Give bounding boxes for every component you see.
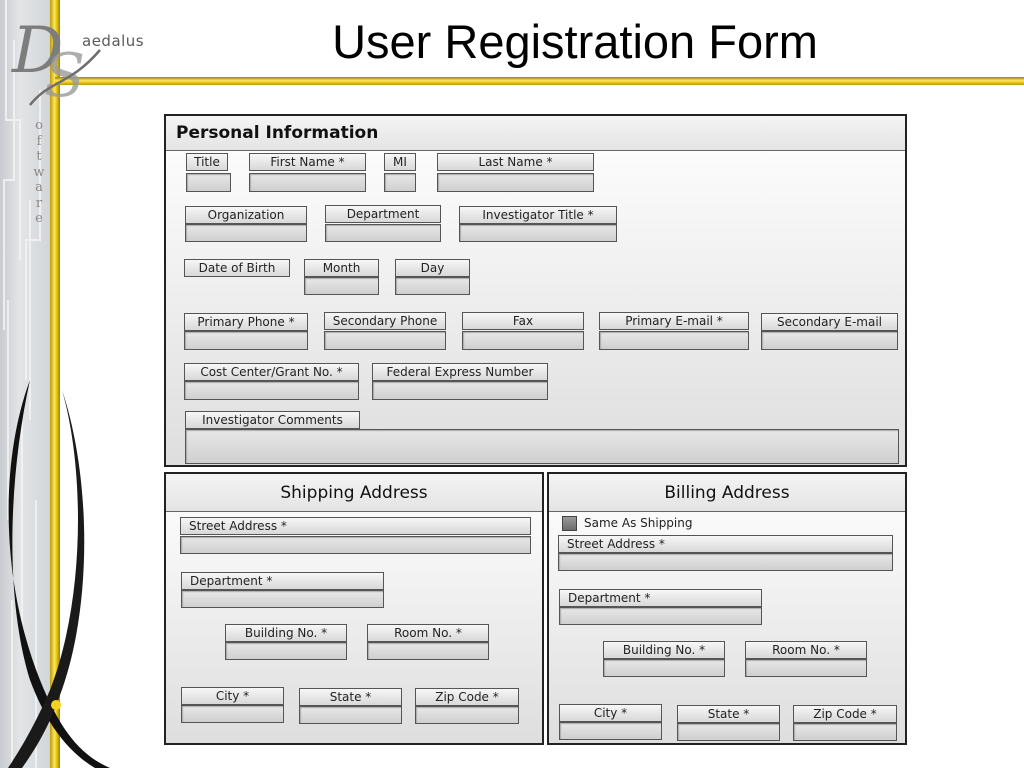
organization-input[interactable]	[185, 224, 307, 242]
secondary-email-label: Secondary E-mail	[761, 313, 898, 331]
billing-address-header: Billing Address	[549, 474, 905, 512]
page-title: User Registration Form	[332, 15, 818, 68]
fax-label: Fax	[462, 312, 584, 330]
billing-state-label: State *	[677, 705, 780, 723]
primary-phone-label: Primary Phone *	[184, 313, 308, 331]
billing-state-input[interactable]	[677, 723, 780, 741]
svg-text:D: D	[11, 14, 63, 88]
shipping-city-input[interactable]	[181, 705, 284, 723]
billing-address-panel: Billing Address Same As Shipping Street …	[547, 472, 907, 745]
billing-zip-input[interactable]	[793, 723, 897, 741]
month-input[interactable]	[304, 277, 379, 295]
billing-building-input[interactable]	[603, 659, 725, 677]
fax-input[interactable]	[462, 331, 584, 350]
shipping-state-label: State *	[299, 688, 402, 706]
billing-address-title: Billing Address	[664, 483, 790, 503]
department-input[interactable]	[325, 224, 441, 242]
shipping-state-input[interactable]	[299, 706, 402, 724]
title-label: Title	[186, 153, 228, 171]
personal-information-header: Personal Information	[166, 116, 905, 151]
shipping-zip-input[interactable]	[415, 706, 519, 724]
organization-label: Organization	[185, 206, 307, 224]
billing-zip-label: Zip Code *	[793, 705, 897, 723]
day-input[interactable]	[395, 277, 470, 295]
primary-email-input[interactable]	[599, 331, 749, 350]
secondary-email-input[interactable]	[761, 331, 898, 350]
same-as-shipping-label: Same As Shipping	[584, 516, 693, 530]
billing-building-label: Building No. *	[603, 641, 725, 659]
cost-center-input[interactable]	[184, 381, 359, 400]
first-name-input[interactable]	[249, 173, 366, 192]
date-of-birth-label: Date of Birth	[184, 259, 290, 277]
same-as-shipping-checkbox[interactable]	[562, 516, 577, 531]
personal-information-panel: Personal Information Title First Name * …	[164, 114, 907, 467]
last-name-input[interactable]	[437, 173, 594, 192]
department-label: Department	[325, 205, 441, 223]
primary-phone-input[interactable]	[184, 331, 308, 350]
gold-horizontal-rule	[55, 77, 1024, 85]
shipping-street-input[interactable]	[180, 536, 531, 554]
shipping-zip-label: Zip Code *	[415, 688, 519, 706]
logo-wordmark: aedalus	[82, 32, 145, 50]
gold-vertical-rule	[50, 0, 60, 768]
last-name-label: Last Name *	[437, 153, 594, 171]
billing-room-label: Room No. *	[745, 641, 867, 659]
cost-center-label: Cost Center/Grant No. *	[184, 363, 359, 381]
shipping-department-label: Department *	[181, 572, 384, 590]
primary-email-label: Primary E-mail *	[599, 312, 749, 330]
billing-department-label: Department *	[559, 589, 762, 607]
shipping-city-label: City *	[181, 687, 284, 705]
shipping-street-label: Street Address *	[180, 517, 531, 535]
investigator-comments-label: Investigator Comments	[185, 411, 360, 429]
month-label: Month	[304, 259, 379, 277]
mi-input[interactable]	[384, 173, 416, 192]
shipping-room-input[interactable]	[367, 642, 489, 660]
fedex-number-input[interactable]	[372, 381, 548, 400]
investigator-comments-textarea[interactable]	[185, 429, 899, 464]
billing-city-label: City *	[559, 704, 662, 722]
shipping-building-input[interactable]	[225, 642, 347, 660]
shipping-building-label: Building No. *	[225, 624, 347, 642]
black-swirl-decoration-icon	[8, 380, 110, 768]
shipping-address-title: Shipping Address	[280, 483, 428, 503]
first-name-label: First Name *	[249, 153, 366, 171]
personal-information-title: Personal Information	[176, 123, 379, 143]
billing-city-input[interactable]	[559, 722, 662, 740]
billing-street-input[interactable]	[558, 553, 893, 571]
investigator-title-input[interactable]	[459, 224, 617, 242]
day-label: Day	[395, 259, 470, 277]
billing-room-input[interactable]	[745, 659, 867, 677]
title-input[interactable]	[186, 173, 231, 192]
mi-label: MI	[384, 153, 416, 171]
shipping-address-panel: Shipping Address Street Address * Depart…	[164, 472, 544, 745]
daedalus-logo-icon: D S	[11, 14, 101, 110]
secondary-phone-label: Secondary Phone	[324, 312, 446, 330]
shipping-address-header: Shipping Address	[166, 474, 542, 512]
billing-department-input[interactable]	[559, 607, 762, 625]
shipping-department-input[interactable]	[181, 590, 384, 608]
investigator-title-label: Investigator Title *	[459, 206, 617, 224]
fedex-number-label: Federal Express Number	[372, 363, 548, 381]
secondary-phone-input[interactable]	[324, 331, 446, 350]
billing-street-label: Street Address *	[558, 535, 893, 553]
shipping-room-label: Room No. *	[367, 624, 489, 642]
svg-text:S: S	[44, 41, 85, 110]
